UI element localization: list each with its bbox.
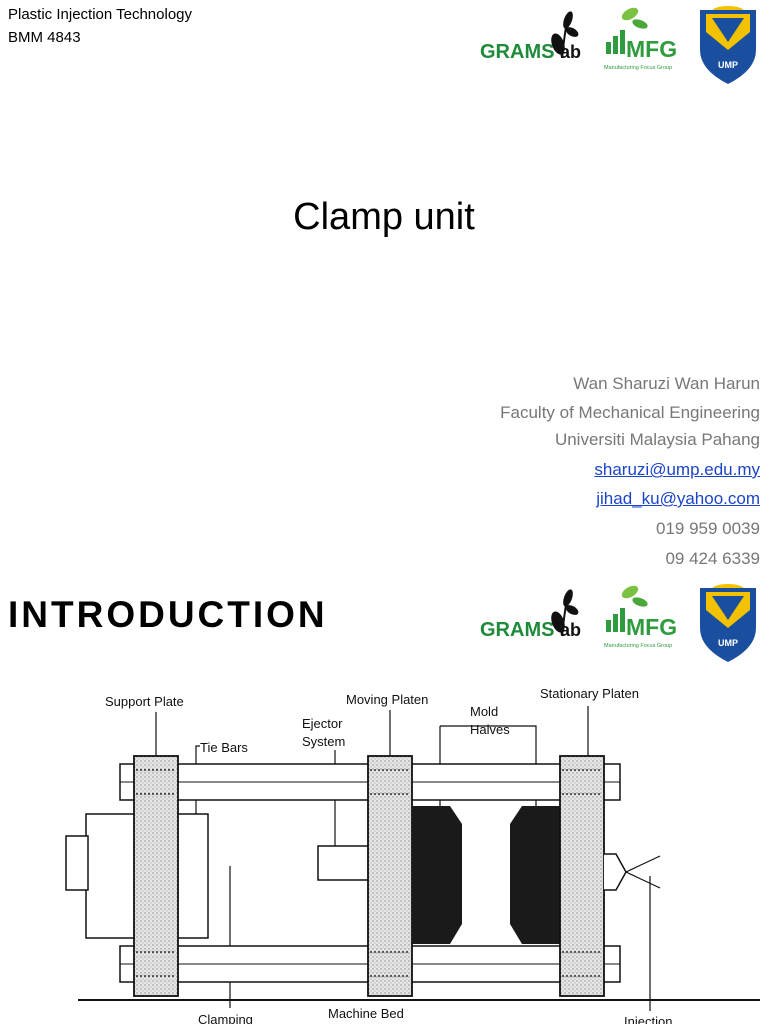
clamp-unit-diagram: Support Plate Tie Bars Moving Platen Eje…: [60, 676, 768, 1024]
gramslab-text: GRAMS: [480, 41, 554, 63]
title-slide: Plastic Injection Technology BMM 4843 GR…: [8, 2, 768, 568]
mold-half-moving: [412, 806, 462, 944]
mfg-logo: MFG Manufacturing Focus Group: [604, 7, 677, 71]
introduction-slide: INTRODUCTION GRAMS ab MFG Manuf: [0, 576, 768, 1024]
author-name: Wan Sharuzi Wan Harun: [573, 374, 760, 393]
gramslab-lab-text: ab: [560, 42, 581, 62]
course-code: BMM 4843: [8, 29, 81, 46]
slide-title: Clamp unit: [293, 196, 475, 238]
moving-platen: [367, 755, 413, 997]
ejector-system: [317, 845, 371, 881]
phone-2: 09 424 6339: [665, 549, 760, 568]
label-ejector-2: System: [302, 734, 345, 749]
ump-logo: UMP: [700, 584, 756, 662]
label-ejector-1: Ejector: [302, 716, 343, 731]
label-tie-bars: Tie Bars: [200, 740, 248, 755]
stationary-platen: [559, 755, 605, 997]
svg-text:Manufacturing Focus Group: Manufacturing Focus Group: [604, 643, 672, 649]
label-support-plate: Support Plate: [105, 694, 184, 709]
ump-text: UMP: [718, 60, 738, 70]
university-name: Universiti Malaysia Pahang: [554, 430, 760, 449]
email-link-1[interactable]: sharuzi@ump.edu.my: [594, 460, 760, 479]
gramslab-logo: GRAMS ab: [480, 589, 581, 641]
mfg-text: MFG: [626, 36, 677, 62]
svg-text:GRAMS: GRAMS: [480, 619, 554, 641]
label-machine-bed: Machine Bed: [328, 1006, 404, 1021]
svg-text:ab: ab: [560, 620, 581, 640]
ump-logo: UMP: [700, 6, 756, 84]
faculty-name: Faculty of Mechanical Engineering: [500, 403, 760, 422]
sprout-icon: [551, 589, 579, 637]
slide-heading: INTRODUCTION: [8, 594, 328, 635]
svg-text:UMP: UMP: [718, 638, 738, 648]
logo-group: GRAMS ab MFG Manufacturing Focus Group: [478, 2, 768, 86]
label-mold-2: Halves: [470, 722, 510, 737]
phone-1: 019 959 0039: [656, 519, 760, 538]
label-clamping: Clamping: [198, 1012, 253, 1024]
mfg-logo: MFG Manufacturing Focus Group: [604, 585, 677, 649]
support-plate: [133, 755, 179, 997]
gramslab-logo: GRAMS ab: [480, 11, 581, 63]
mfg-subtitle: Manufacturing Focus Group: [604, 65, 672, 71]
label-mold-1: Mold: [470, 704, 498, 719]
sprout-icon: [551, 11, 579, 59]
course-title: Plastic Injection Technology: [8, 6, 192, 23]
mold-half-stationary: [510, 806, 560, 944]
label-moving-platen: Moving Platen: [346, 692, 428, 707]
svg-text:MFG: MFG: [626, 614, 677, 640]
injection-nozzle: [604, 853, 627, 891]
label-stationary-platen: Stationary Platen: [540, 686, 639, 701]
label-injection: Injection: [624, 1014, 672, 1024]
logo-group-2: GRAMS ab MFG Manufacturing Focus Group: [478, 580, 768, 664]
email-link-2[interactable]: jihad_ku@yahoo.com: [596, 489, 760, 508]
